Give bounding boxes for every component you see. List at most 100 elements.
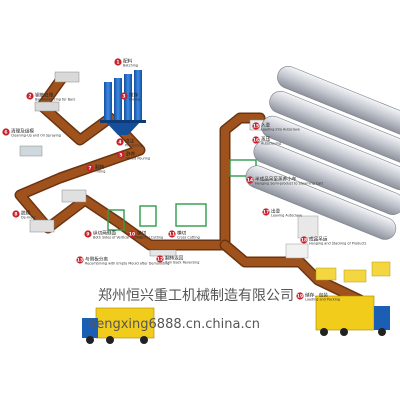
truck-right (315, 295, 390, 336)
step-number: 13 (77, 258, 83, 264)
step-label-zh: 蒸压 (261, 136, 271, 143)
batching-silos (100, 70, 146, 135)
step-number: 18 (301, 238, 307, 244)
step-number: 6 (4, 130, 7, 136)
step-badge-12 (156, 255, 164, 263)
step-label-zh: 搅拌 (129, 92, 139, 99)
step-badge-17 (262, 208, 270, 216)
step-number: 2 (28, 94, 31, 100)
step-badge-3 (120, 92, 128, 100)
step-number: 16 (253, 138, 259, 144)
step-badge-18 (300, 236, 308, 244)
step-label-zh: 入釜 (261, 122, 271, 129)
step-badge-13 (76, 256, 84, 264)
step-label-en: Mould Pouring (126, 157, 150, 161)
step-label-zh: 成品吊运 (309, 236, 328, 243)
step-number: 19 (297, 294, 303, 300)
step-label-en: Cleaning-Up and Oil Spraying (11, 134, 61, 138)
step-label-en: Bar-Reinforcing for Bars (35, 98, 75, 102)
step-label-zh: 储存、包装 (305, 292, 328, 299)
step-label-zh: 钢筋处理 (35, 92, 54, 99)
step-number: 9 (86, 232, 89, 238)
truck-left (82, 307, 155, 344)
step-number: 4 (118, 140, 121, 146)
step-label-en: Mixing (129, 98, 140, 102)
step-badge-1 (114, 58, 122, 66)
conveyor-belt (14, 72, 366, 306)
step-number: 14 (247, 178, 253, 184)
step-label-en: Turn Back Reversing (164, 261, 199, 265)
step-number: 11 (169, 232, 175, 238)
step-badge-5 (117, 151, 125, 159)
step-number: 15 (253, 124, 259, 130)
autoclaves (245, 66, 400, 240)
step-label-zh: 翻转 (95, 164, 105, 171)
step-badge-6 (2, 128, 10, 136)
step-badge-4 (116, 138, 124, 146)
step-label-zh: 浇注 (125, 138, 135, 145)
step-label-en: Vertical Cutting (137, 236, 163, 240)
step-label-en: Loading and Packing (305, 298, 340, 302)
step-number: 17 (263, 210, 269, 216)
step-label-zh: 静养 (126, 151, 136, 158)
step-label-en: Recombining with Empty Mould after Demou… (85, 262, 169, 266)
step-number: 3 (122, 94, 125, 100)
step-label-en: Hanging Semi-product to Steaming Cart (255, 182, 324, 186)
step-badge-11 (168, 230, 176, 238)
step-badge-16 (252, 136, 260, 144)
step-label-en: Cross Cutting (177, 236, 200, 240)
step-label-en: Leaving Autoclave (271, 214, 302, 218)
step-label-en: Hanging and Stacking of Products (309, 242, 367, 246)
step-badge-15 (252, 122, 260, 130)
step-label-zh: 配料 (123, 58, 133, 65)
step-label-zh: 清理及组模 (11, 128, 34, 135)
step-number: 7 (88, 166, 91, 172)
step-label-zh: 脱模 (21, 210, 31, 217)
step-label-en: De-mold (21, 216, 35, 220)
step-label-zh: 纵切两侧面 (93, 230, 116, 237)
moulds-left (19, 71, 87, 233)
step-label-en: Both Sides of Vertical Cutting (93, 236, 143, 240)
step-badge-2 (26, 92, 34, 100)
step-badge-8 (12, 210, 20, 218)
step-badge-9 (84, 230, 92, 238)
step-label-zh: 翻转返回 (165, 255, 184, 262)
step-badge-10 (128, 230, 136, 238)
step-number: 8 (14, 212, 17, 218)
watermark-url: hengxing6888.cn.china.cn (88, 317, 260, 332)
step-label-en: Tilting (94, 170, 105, 174)
step-number: 10 (129, 232, 135, 238)
step-label-zh: 出釜 (271, 208, 281, 215)
step-number: 1 (116, 60, 119, 66)
step-badge-7 (86, 164, 94, 172)
step-badge-19 (296, 292, 304, 300)
step-label-en: Pre-Curing (125, 144, 143, 148)
step-badge-14 (246, 176, 254, 184)
step-number: 5 (119, 153, 122, 159)
product-stacks (285, 243, 391, 283)
step-number: 12 (157, 257, 163, 263)
watermark-company: 郑州恒兴重工机械制造有限公司 (98, 288, 294, 304)
